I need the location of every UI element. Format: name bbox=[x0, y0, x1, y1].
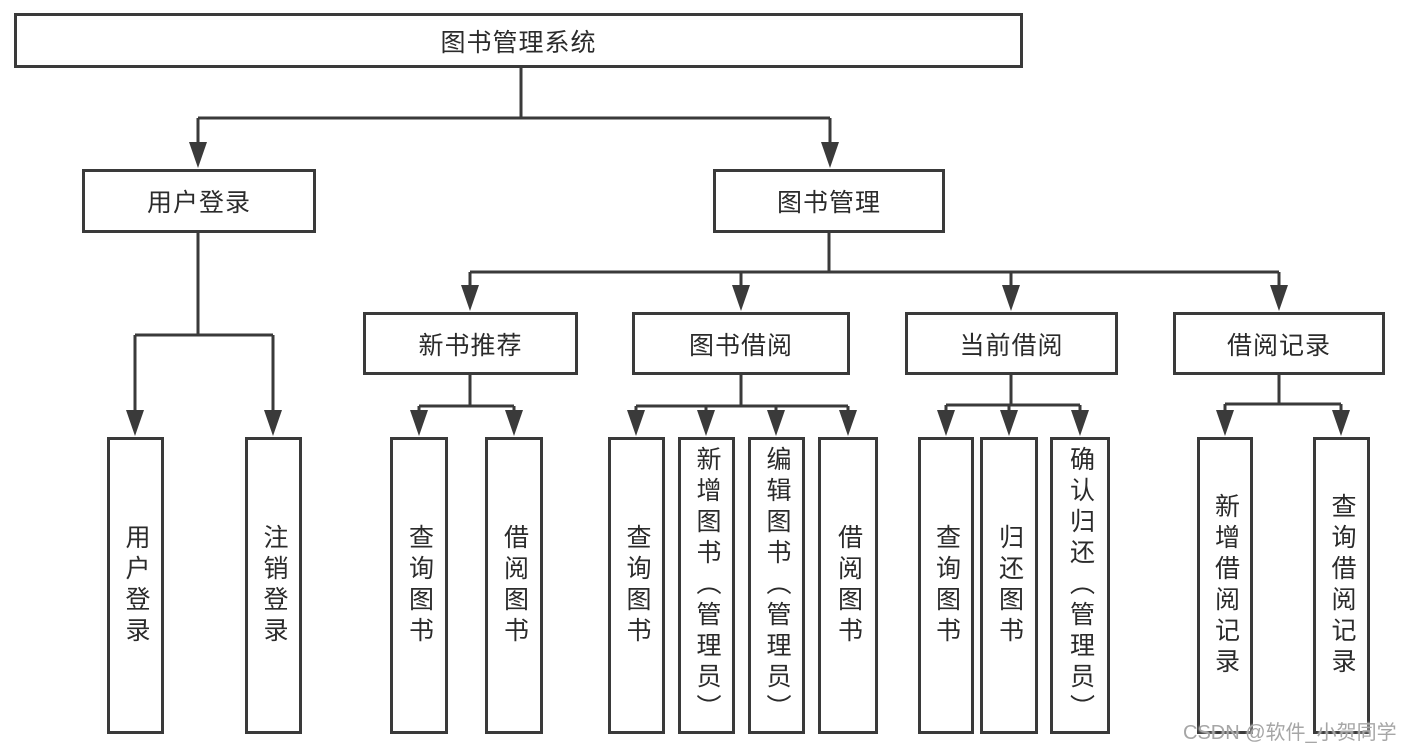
leaf-confirm-return-admin-label: 确认归还（管理员） bbox=[1066, 446, 1095, 725]
node-user-login: 用户登录 bbox=[82, 169, 316, 233]
leaf-query-books-current-label: 查询图书 bbox=[932, 523, 961, 648]
leaf-query-borrow-record: 查询借阅记录 bbox=[1313, 437, 1370, 734]
leaf-borrow-books-label: 借阅图书 bbox=[834, 523, 863, 648]
node-library-system-label: 图书管理系统 bbox=[440, 28, 597, 57]
leaf-return-books-label: 归还图书 bbox=[995, 523, 1024, 648]
leaf-query-books-borrow: 查询图书 bbox=[608, 437, 665, 734]
node-book-borrowing-label: 图书借阅 bbox=[688, 331, 793, 360]
leaf-edit-books-admin: 编辑图书（管理员） bbox=[748, 437, 805, 734]
leaf-logout: 注销登录 bbox=[245, 437, 302, 734]
node-borrowing-records-label: 借阅记录 bbox=[1226, 331, 1331, 360]
leaf-query-books-current: 查询图书 bbox=[918, 437, 974, 734]
leaf-return-books: 归还图书 bbox=[980, 437, 1038, 734]
node-library-system: 图书管理系统 bbox=[14, 13, 1023, 68]
leaf-confirm-return-admin: 确认归还（管理员） bbox=[1050, 437, 1110, 734]
node-book-management: 图书管理 bbox=[713, 169, 945, 233]
leaf-query-books-recommend: 查询图书 bbox=[390, 437, 448, 734]
node-current-borrowing-label: 当前借阅 bbox=[959, 331, 1064, 360]
arrowheads bbox=[126, 142, 1350, 436]
node-new-book-recommend-label: 新书推荐 bbox=[418, 331, 523, 360]
leaf-add-books-admin-label: 新增图书（管理员） bbox=[693, 446, 721, 725]
leaf-user-login-label: 用户登录 bbox=[122, 523, 150, 648]
node-new-book-recommend: 新书推荐 bbox=[363, 312, 578, 375]
node-book-management-label: 图书管理 bbox=[776, 189, 881, 217]
csdn-watermark: CSDN @软件_小贺同学 bbox=[1183, 722, 1397, 744]
leaf-borrow-books-recommend-label: 借阅图书 bbox=[500, 523, 529, 648]
leaf-query-borrow-record-label: 查询借阅记录 bbox=[1328, 492, 1356, 679]
leaf-add-borrow-record-label: 新增借阅记录 bbox=[1211, 492, 1240, 679]
node-borrowing-records: 借阅记录 bbox=[1173, 312, 1385, 375]
leaf-add-books-admin: 新增图书（管理员） bbox=[678, 437, 735, 734]
node-current-borrowing: 当前借阅 bbox=[905, 312, 1118, 375]
leaf-query-books-recommend-label: 查询图书 bbox=[405, 523, 434, 648]
leaf-add-borrow-record: 新增借阅记录 bbox=[1197, 437, 1253, 734]
node-book-borrowing: 图书借阅 bbox=[632, 312, 850, 375]
leaf-logout-label: 注销登录 bbox=[260, 523, 288, 648]
node-user-login-label: 用户登录 bbox=[146, 189, 251, 217]
leaf-borrow-books: 借阅图书 bbox=[818, 437, 878, 734]
leaf-borrow-books-recommend: 借阅图书 bbox=[485, 437, 543, 734]
leaf-query-books-borrow-label: 查询图书 bbox=[623, 523, 651, 648]
leaf-user-login: 用户登录 bbox=[107, 437, 164, 734]
leaf-edit-books-admin-label: 编辑图书（管理员） bbox=[763, 446, 791, 725]
